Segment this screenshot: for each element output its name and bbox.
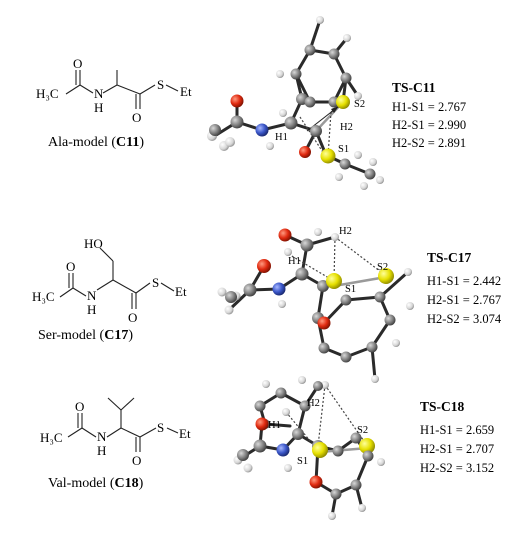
ala-et-label: Et — [180, 84, 192, 99]
ser-et-label: Et — [175, 284, 187, 299]
ala-nh-h-label: H — [94, 100, 103, 115]
val-et-label: Et — [179, 426, 191, 441]
ts-c18-distances: TS-C18 H1-S1 = 2.659 H2-S1 = 2.707 H2-S2… — [420, 399, 494, 475]
ts-c17-distance-3: H2-S2 = 3.074 — [427, 312, 502, 326]
ts-c18-title: TS-C18 — [420, 399, 465, 414]
ts-c17-h2-label: H2 — [339, 226, 352, 237]
caption-val-model: Val-model (C18) — [48, 476, 144, 491]
ala-s-label: S — [157, 77, 164, 92]
ts-c11-distance-1: H1-S1 = 2.767 — [392, 100, 466, 114]
ts-c18-s2-label: S2 — [357, 425, 368, 436]
caption-ala-model: Ala-model (C11) — [48, 135, 144, 150]
val-nh-h-label: H — [97, 443, 106, 458]
structure-ser-model — [59, 247, 175, 309]
ts-c11-h2-label: H2 — [340, 122, 353, 133]
ts-c11-distance-2: H2-S1 = 2.990 — [392, 118, 466, 132]
ts-c17-distance-1: H1-S1 = 2.442 — [427, 274, 501, 288]
ts-c18-h2-label: H2 — [307, 398, 320, 409]
ser-o1-label: O — [66, 259, 75, 274]
ts-c17-title: TS-C17 — [427, 250, 472, 265]
ser-nh-h-label: H — [87, 302, 96, 317]
val-h3c-label: H₃C — [40, 430, 63, 445]
val-s-label: S — [157, 420, 164, 435]
ts-c17-distance-2: H2-S1 = 2.767 — [427, 293, 501, 307]
molecule-ts-c11: H1 S1 S2 H2 — [207, 16, 384, 190]
ala-o1-label: O — [73, 56, 82, 71]
ts-c11-h1-label: H1 — [275, 132, 288, 143]
ser-o2-label: O — [128, 310, 137, 325]
ts-c11-distance-3: H2-S2 = 2.891 — [392, 136, 466, 150]
structure-val-labels: H₃C O N H O S Et — [40, 399, 191, 468]
molecule-ts-c17: H1 S1 S2 H2 — [217, 226, 414, 383]
structure-ser-labels: H₃C O N H HO O S Et — [32, 236, 187, 325]
structure-ala-model — [65, 70, 179, 109]
ts-c17-h1-label: H1 — [288, 256, 301, 267]
ser-n-label: N — [87, 288, 97, 303]
val-o2-label: O — [132, 453, 141, 468]
ala-h3c-label: H₃C — [36, 86, 59, 101]
ser-s-label: S — [152, 275, 159, 290]
ts-c17-s2-label: S2 — [377, 262, 388, 273]
ts-c11-distances: TS-C11 H1-S1 = 2.767 H2-S1 = 2.990 H2-S2… — [392, 80, 466, 150]
ts-c11-s2-label: S2 — [354, 99, 365, 110]
ts-c11-title: TS-C11 — [392, 80, 436, 95]
ala-o2-label: O — [132, 110, 141, 125]
ts-c17-distances: TS-C17 H1-S1 = 2.442 H2-S1 = 2.767 H2-S2… — [427, 250, 502, 326]
caption-ser-model: Ser-model (C17) — [38, 328, 133, 343]
ala-n-label: N — [94, 86, 104, 101]
structure-val-model — [67, 397, 179, 452]
val-o1-label: O — [75, 399, 84, 414]
ts-c18-h1-label: H1 — [268, 420, 281, 431]
ts-c11-s1-label: S1 — [338, 144, 349, 155]
structure-ala-labels: H₃C O N H O S Et — [36, 56, 192, 125]
ts-c18-distance-3: H2-S2 = 3.152 — [420, 461, 494, 475]
ser-h3c-label: H₃C — [32, 289, 55, 304]
ts-c17-s1-label: S1 — [345, 284, 356, 295]
ts-c18-s1-label: S1 — [297, 456, 308, 467]
ts-c18-distance-2: H2-S1 = 2.707 — [420, 442, 494, 456]
ts-c18-distance-1: H1-S1 = 2.659 — [420, 423, 494, 437]
ser-ho-label: HO — [84, 236, 103, 251]
val-n-label: N — [97, 429, 107, 444]
molecule-ts-c18: H1 S1 S2 H2 — [233, 376, 385, 520]
